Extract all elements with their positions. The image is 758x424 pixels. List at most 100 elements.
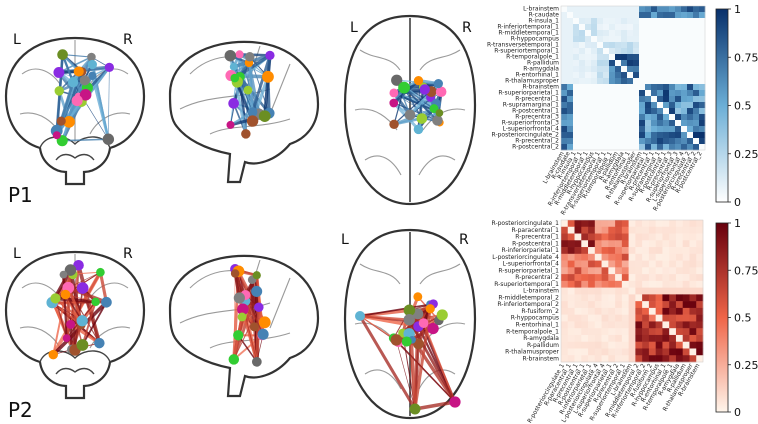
matrix-cell [561, 114, 567, 120]
matrix-cell [627, 126, 633, 132]
matrix-cell [662, 321, 669, 328]
matrix-cell [622, 267, 629, 274]
matrix-cell [615, 138, 621, 144]
matrix-cell [575, 234, 582, 241]
matrix-cell [683, 342, 690, 349]
matrix-cell [662, 288, 669, 295]
brain-node [105, 63, 114, 72]
matrix-cell [676, 261, 683, 268]
matrix-cell [622, 335, 629, 342]
matrix-cell [588, 234, 595, 241]
matrix-cell [675, 48, 681, 54]
matrix-cell [645, 96, 651, 102]
brain-node [251, 286, 262, 297]
matrix-cell [689, 247, 696, 254]
matrix-cell [696, 335, 703, 342]
matrix-cell [629, 348, 636, 355]
matrix-cell [615, 348, 622, 355]
matrix-cell [633, 108, 639, 114]
matrix-cell [629, 274, 636, 281]
matrix-cell [609, 132, 615, 138]
matrix-cell [573, 72, 579, 78]
matrix-cell [693, 120, 699, 126]
matrix-cell [602, 294, 609, 301]
matrix-cell [663, 30, 669, 36]
matrix-cell [561, 144, 567, 150]
matrix-cell [633, 84, 639, 90]
matrix-cell [687, 66, 693, 72]
matrix-cell [681, 30, 687, 36]
matrix-cell [696, 342, 703, 349]
matrix-cell [622, 355, 629, 362]
matrix-cell [663, 78, 669, 84]
matrix-cell [656, 227, 663, 234]
matrix-cell [681, 114, 687, 120]
matrix-cell [657, 36, 663, 42]
matrix-cell [699, 72, 705, 78]
matrix-cell [591, 24, 597, 30]
matrix-cell [681, 84, 687, 90]
matrix-cell [662, 247, 669, 254]
colorbar-gradient [716, 223, 728, 412]
matrix-cells [561, 6, 705, 150]
matrix-cell [621, 18, 627, 24]
matrix-cell [649, 348, 656, 355]
matrix-cell [699, 66, 705, 72]
matrix-cell [657, 126, 663, 132]
matrix-cell [635, 240, 642, 247]
matrix-cell [575, 267, 582, 274]
matrix-cell [573, 102, 579, 108]
matrix-cells [561, 220, 703, 362]
matrix-cell [561, 78, 567, 84]
matrix-cell [642, 294, 649, 301]
matrix-cell [581, 315, 588, 322]
matrix-cell [561, 126, 567, 132]
brain-node [49, 350, 58, 359]
matrix-cell [669, 24, 675, 30]
matrix-cell [657, 102, 663, 108]
matrix-cell [683, 220, 690, 227]
matrix-cell [561, 274, 568, 281]
matrix-cell [561, 18, 567, 24]
matrix-cell [579, 120, 585, 126]
matrix-cell [656, 335, 663, 342]
colorbar-tick-label: 0.75 [734, 51, 758, 64]
matrix-cell [675, 120, 681, 126]
matrix-cell [676, 267, 683, 274]
matrix-cell [608, 348, 615, 355]
matrix-cell [693, 18, 699, 24]
matrix-cell [561, 66, 567, 72]
matrix-cell [629, 335, 636, 342]
matrix-cell [561, 120, 567, 126]
matrix-cell [561, 48, 567, 54]
matrix-cell [683, 261, 690, 268]
matrix-cell [675, 36, 681, 42]
matrix-cell [561, 247, 568, 254]
matrix-cell [609, 102, 615, 108]
matrix-cell [567, 42, 573, 48]
matrix-cell [615, 54, 621, 60]
matrix-cell [635, 281, 642, 288]
matrix-cell [581, 261, 588, 268]
matrix-cell [609, 54, 615, 60]
matrix-cell [615, 227, 622, 234]
matrix-cell [567, 96, 573, 102]
matrix-cell [633, 132, 639, 138]
brain-node [74, 66, 84, 76]
matrix-cell [669, 126, 675, 132]
matrix-cell [669, 66, 675, 72]
matrix-cell [687, 72, 693, 78]
matrix-cell [689, 227, 696, 234]
matrix-cell [663, 144, 669, 150]
matrix-cell [662, 315, 669, 322]
matrix-cell [662, 261, 669, 268]
matrix-cell [595, 240, 602, 247]
matrix-cell [683, 315, 690, 322]
matrix-cell [609, 114, 615, 120]
matrix-cell [669, 308, 676, 315]
matrix-cell [581, 321, 588, 328]
matrix-cell [597, 54, 603, 60]
matrix-cell [656, 220, 663, 227]
matrix-cell [622, 247, 629, 254]
brain-node [53, 67, 64, 78]
